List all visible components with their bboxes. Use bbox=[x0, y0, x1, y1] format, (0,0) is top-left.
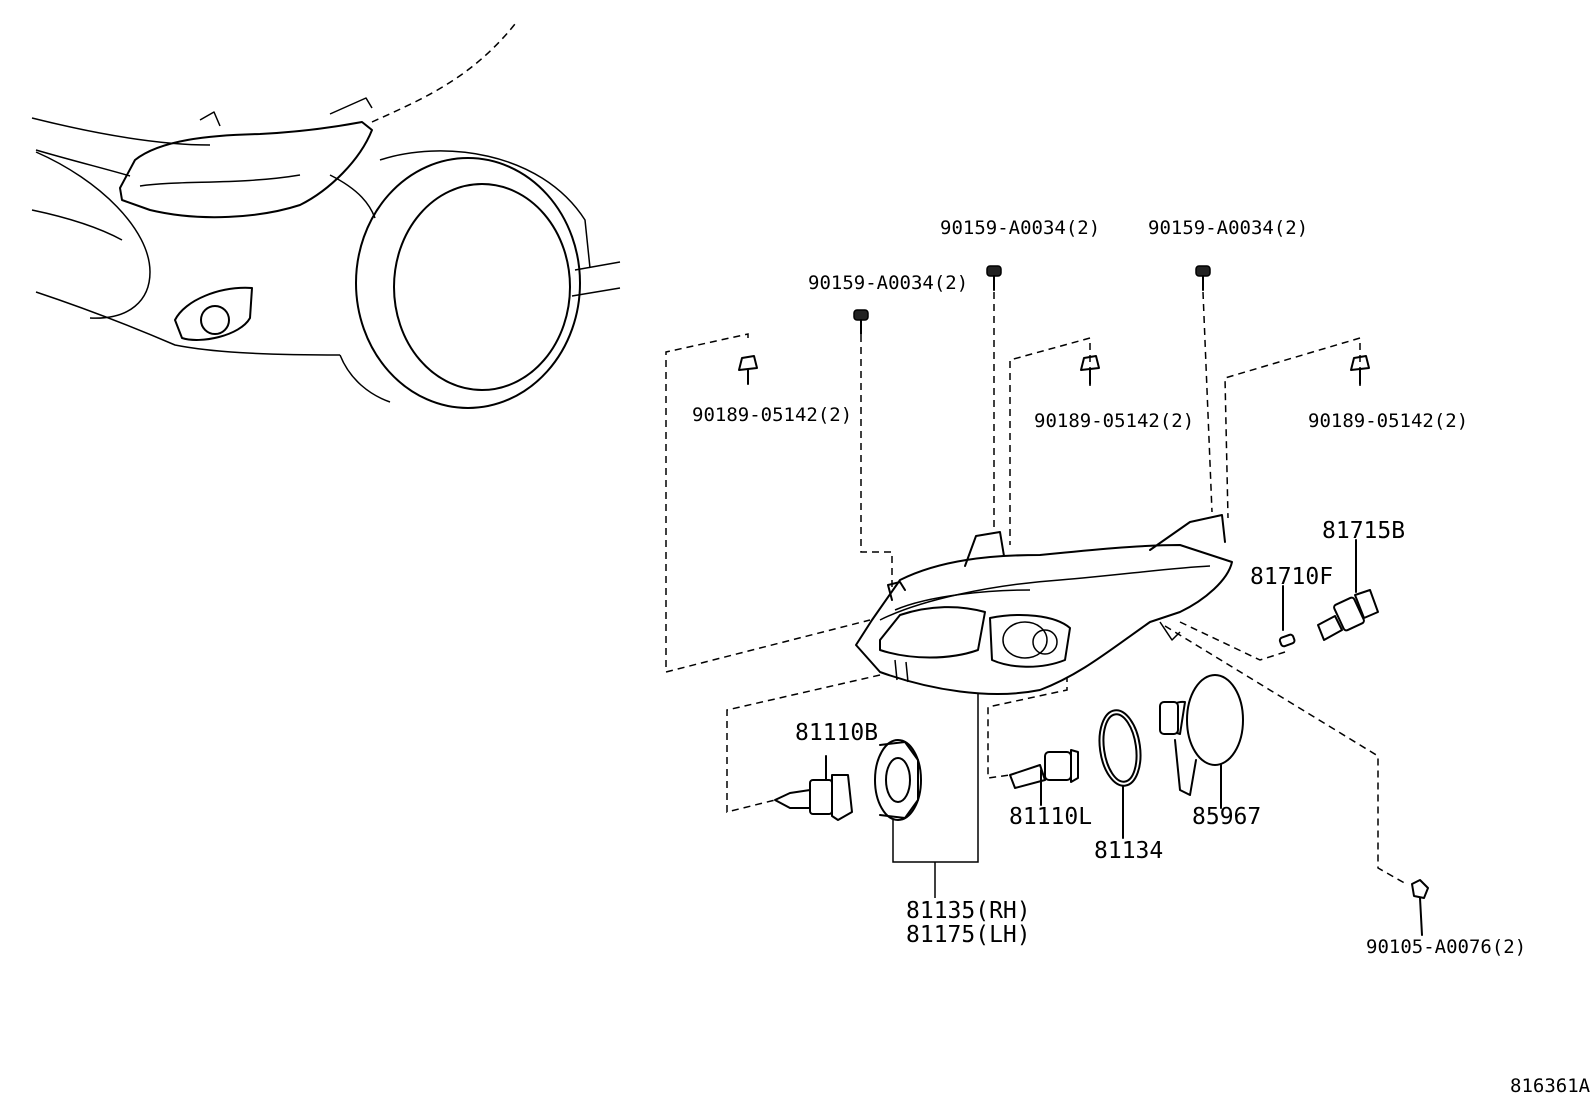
screw-bottom-icon bbox=[1411, 879, 1429, 936]
label-bolt-top-left: 90159-A0034(2) bbox=[808, 272, 968, 294]
bulb-wedge-icon bbox=[1278, 585, 1296, 648]
label-clip-right: 90189-05142(2) bbox=[1308, 410, 1468, 432]
clip-left-icon bbox=[738, 355, 758, 385]
label-bulb-wedge: 81710F bbox=[1250, 564, 1333, 590]
bolt-top-right-icon bbox=[1195, 265, 1211, 291]
bolt-top-left-icon bbox=[853, 309, 869, 335]
leader-lines bbox=[665, 291, 1409, 898]
label-bolt-top-mid: 90159-A0034(2) bbox=[940, 217, 1100, 239]
label-o-ring: 81134 bbox=[1094, 838, 1163, 864]
label-screw-bottom: 90105-A0076(2) bbox=[1366, 936, 1526, 958]
label-bolt-top-right: 90159-A0034(2) bbox=[1148, 217, 1308, 239]
label-clip-left: 90189-05142(2) bbox=[692, 404, 852, 426]
vehicle-front-illustration bbox=[31, 23, 621, 409]
bulb-hid-icon bbox=[1009, 749, 1079, 806]
bulb-side-marker-icon bbox=[1317, 539, 1379, 641]
label-bulb-side-marker: 81715B bbox=[1322, 518, 1405, 544]
socket-ring-icon bbox=[874, 739, 922, 821]
label-headlamp-lh: 81175(LH) bbox=[906, 922, 1031, 948]
o-ring-icon bbox=[1098, 709, 1142, 839]
part-labels: 90159-A0034(2) 90159-A0034(2) 90159-A003… bbox=[692, 217, 1591, 1097]
label-bulb-low-beam: 81110B bbox=[795, 720, 878, 746]
label-headlamp-rh: 81135(RH) bbox=[906, 898, 1031, 924]
diagram-reference-code: 816361A bbox=[1510, 1075, 1591, 1097]
label-socket-cover: 85967 bbox=[1192, 804, 1261, 830]
headlamp-assembly bbox=[855, 514, 1233, 695]
label-bulb-hid: 81110L bbox=[1009, 804, 1092, 830]
label-clip-mid: 90189-05142(2) bbox=[1034, 410, 1194, 432]
bulb-low-beam-icon bbox=[774, 755, 853, 821]
bolt-top-mid-icon bbox=[986, 265, 1002, 291]
socket-cover-icon bbox=[1159, 674, 1244, 809]
